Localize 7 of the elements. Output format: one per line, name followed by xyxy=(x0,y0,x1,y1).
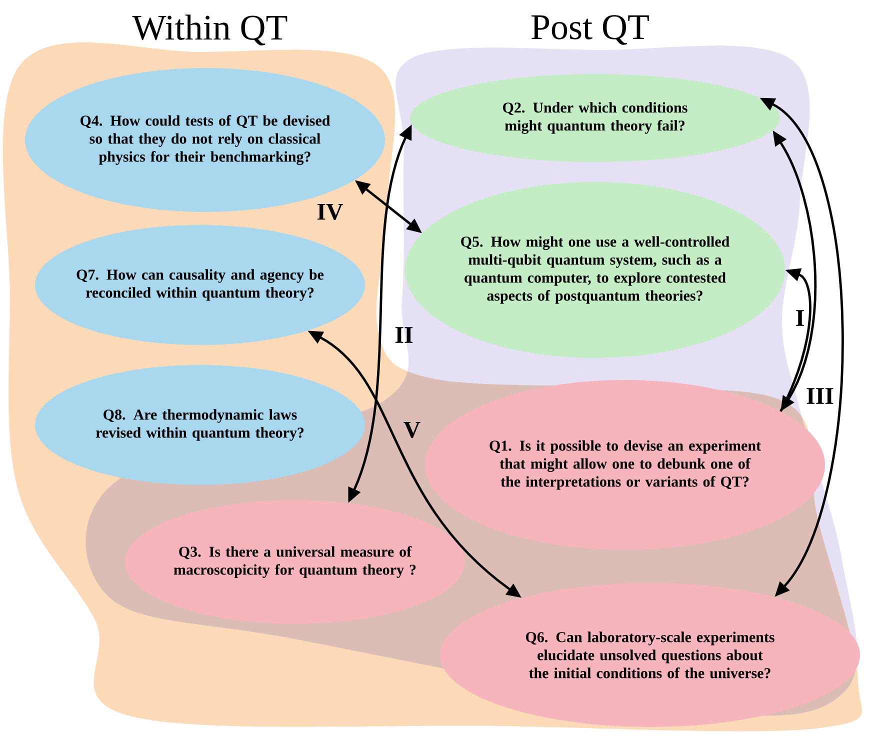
heading: Post QT xyxy=(532,15,649,45)
edge-label: II xyxy=(395,327,413,343)
arrow xyxy=(780,268,812,412)
edge-label: I xyxy=(796,310,804,326)
heading: Within QT xyxy=(132,14,288,46)
edge-label: III xyxy=(806,388,834,404)
edge-label: V xyxy=(404,422,420,438)
